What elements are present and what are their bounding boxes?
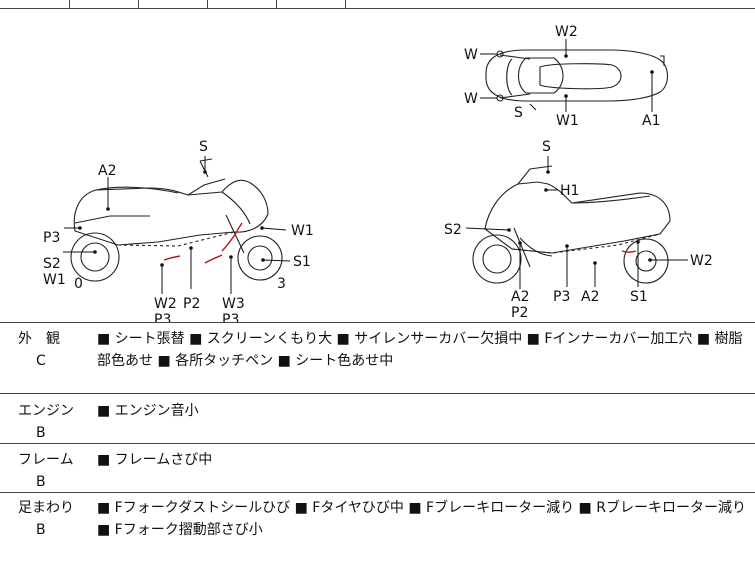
label-s-right: S: [542, 139, 551, 155]
label-w2-top: W2: [555, 24, 578, 40]
category-cell: 足まわり B: [0, 497, 92, 541]
header-cell: [70, 0, 139, 8]
category-grade: B: [36, 522, 46, 538]
label-s-top: S: [514, 105, 523, 121]
category-cell: 外 観 C: [0, 328, 92, 372]
header-cell: [277, 0, 346, 8]
scooter-diagrams: A2 P3 S2 W1 0 S W1 S1 3 W2 P3 P2 W3 P3 W…: [43, 24, 713, 322]
label-w2-right: W2: [690, 253, 713, 269]
label-s1-left: S1: [293, 254, 311, 270]
category-cell: エンジン B: [0, 400, 92, 444]
label-w3-bottom: W3: [222, 296, 245, 312]
category-grade: B: [36, 474, 46, 490]
label-p2-bottom: P2: [183, 296, 200, 312]
label-w2-bottom: W2: [154, 296, 177, 312]
label-w1-right-side: W1: [291, 223, 314, 239]
condition-row-exterior: 外 観 C ■ シート張替 ■ スクリーンくもり大 ■ サイレンサーカバー欠損中…: [0, 322, 755, 394]
label-zero: 0: [74, 276, 83, 292]
header-cell: [208, 0, 277, 8]
category-cell: フレーム B: [0, 449, 92, 493]
label-w-top1: W: [464, 47, 478, 63]
label-three: 3: [277, 276, 286, 292]
label-a2-bottom-right: A2: [581, 289, 599, 305]
label-p2-bottom-right: P2: [511, 305, 528, 321]
header-cell: [139, 0, 208, 8]
header-cell: [0, 0, 70, 8]
condition-row-suspension: 足まわり B ■ Fフォークダストシールひび ■ Fタイヤひび中 ■ Fブレーキ…: [0, 493, 755, 561]
condition-row-frame: フレーム B ■ フレームさび中: [0, 444, 755, 493]
label-h1: H1: [560, 183, 579, 199]
label-a1-top: A1: [642, 113, 660, 129]
category-name: 足まわり: [18, 500, 74, 516]
category-name: エンジン: [18, 403, 74, 419]
label-w-top2: W: [464, 91, 478, 107]
damage-diagram: A2 P3 S2 W1 0 S W1 S1 3 W2 P3 P2 W3 P3 W…: [0, 8, 755, 323]
label-a2-left: A2: [98, 163, 116, 179]
condition-notes: ■ エンジン音小: [97, 403, 199, 419]
table-header-strip: [0, 0, 755, 8]
label-s2-left: S2: [43, 256, 61, 272]
condition-notes: ■ フレームさび中: [97, 452, 213, 468]
category-name: フレーム: [18, 452, 74, 468]
label-p3-left: P3: [43, 230, 60, 246]
condition-row-engine: エンジン B ■ エンジン音小: [0, 394, 755, 444]
label-s2-right: S2: [444, 222, 462, 238]
label-w1-left: W1: [43, 272, 66, 288]
category-name: 外 観: [18, 331, 60, 347]
label-w1-top: W1: [556, 113, 579, 129]
label-p3-bottom: P3: [154, 312, 171, 322]
category-grade: B: [36, 425, 46, 441]
scooter-right-view: [472, 165, 671, 284]
label-a2-bottom: A2: [511, 289, 529, 305]
condition-notes: ■ Fフォークダストシールひび ■ Fタイヤひび中 ■ Fブレーキローター減り …: [97, 500, 746, 538]
category-grade: C: [36, 353, 46, 369]
scooter-top-view: [485, 49, 669, 102]
condition-notes: ■ シート張替 ■ スクリーンくもり大 ■ サイレンサーカバー欠損中 ■ Fイン…: [97, 331, 743, 369]
label-s1-bottom-right: S1: [630, 289, 648, 305]
label-s-left: S: [199, 139, 208, 155]
label-p3-bottom2: P3: [222, 312, 239, 322]
label-p3-bottom-right: P3: [553, 289, 570, 305]
